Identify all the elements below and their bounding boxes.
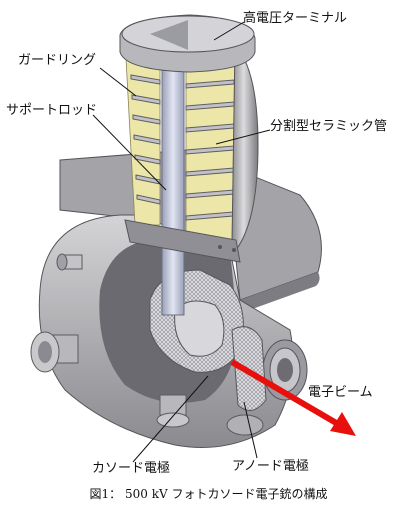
ceramic-housing-right xyxy=(231,43,259,251)
leader-hv-terminal xyxy=(213,21,245,41)
leader-cathode xyxy=(132,375,209,463)
label-anode-electrode: アノード電極 xyxy=(232,459,309,474)
lower-flange-ring xyxy=(124,219,241,263)
label-support-rod: サポートロッド xyxy=(6,103,98,118)
label-ceramic-tube: 分割型セラミック管 xyxy=(270,119,388,134)
label-cathode-electrode: カソード電極 xyxy=(92,461,171,476)
electron-beam-arrow xyxy=(230,359,356,436)
leader-anode xyxy=(243,401,258,459)
label-electron-beam: 電子ビーム xyxy=(308,385,373,400)
leader-support-rod xyxy=(92,114,167,191)
high-voltage-terminal-shape xyxy=(119,14,256,73)
label-guard-ring: ガードリング xyxy=(18,53,97,68)
label-high-voltage-terminal: 高電圧ターミナル xyxy=(243,11,348,26)
upper-left-port xyxy=(56,253,83,271)
leader-lines xyxy=(92,21,271,463)
leader-ceramic-tube xyxy=(215,129,271,145)
cathode-electrode-cup xyxy=(174,300,225,357)
bottom-ports xyxy=(156,394,264,436)
guard-rings-right xyxy=(185,57,235,221)
left-port xyxy=(30,331,79,373)
support-rod-shape xyxy=(161,39,185,316)
leader-guard-ring xyxy=(99,67,137,97)
figure-caption: 図1： 500 kV フォトカソード電子銃の構成 xyxy=(89,487,328,501)
support-plate-edge xyxy=(240,272,320,312)
